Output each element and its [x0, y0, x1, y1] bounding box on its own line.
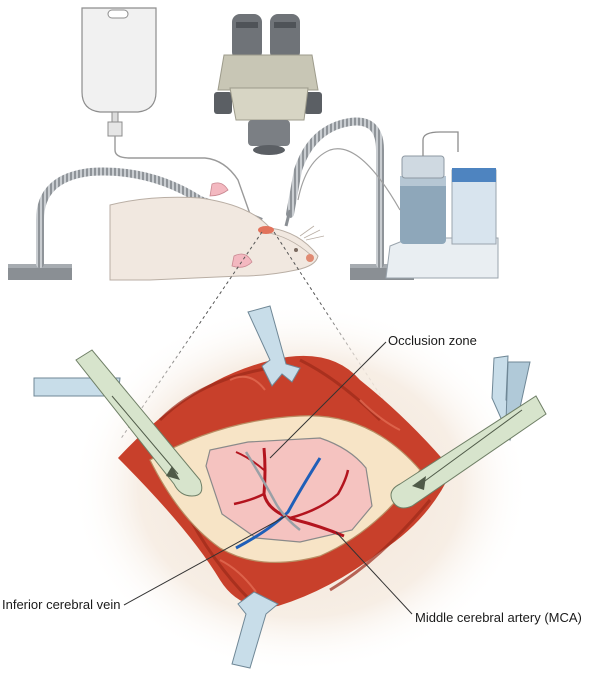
- retractor-bottom: [231, 591, 279, 669]
- suction-tube-right: [390, 395, 547, 509]
- inferior-cerebral-vein: [235, 457, 322, 550]
- mca-branch-1: [233, 492, 265, 506]
- label-inferior-cerebral-vein: Inferior cerebral vein: [2, 597, 121, 612]
- microscope-icon: [214, 14, 322, 155]
- retractor-top: [247, 305, 301, 387]
- label-middle-cerebral-artery: Middle cerebral artery (MCA): [415, 610, 582, 625]
- mca-branch-2: [289, 469, 350, 520]
- label-occlusion-zone: Occlusion zone: [388, 333, 477, 348]
- mca-main: [262, 447, 345, 538]
- suction-tube-left: [33, 349, 203, 497]
- brain-surface: [205, 437, 373, 543]
- leader-lines: [123, 341, 413, 615]
- perfusion-pump-icon: [297, 131, 499, 279]
- iv-bag-icon: [81, 7, 157, 137]
- vessels: [233, 447, 350, 550]
- grey-vessel: [244, 451, 301, 531]
- rat-icon: [109, 182, 325, 281]
- iv-line: [114, 136, 251, 215]
